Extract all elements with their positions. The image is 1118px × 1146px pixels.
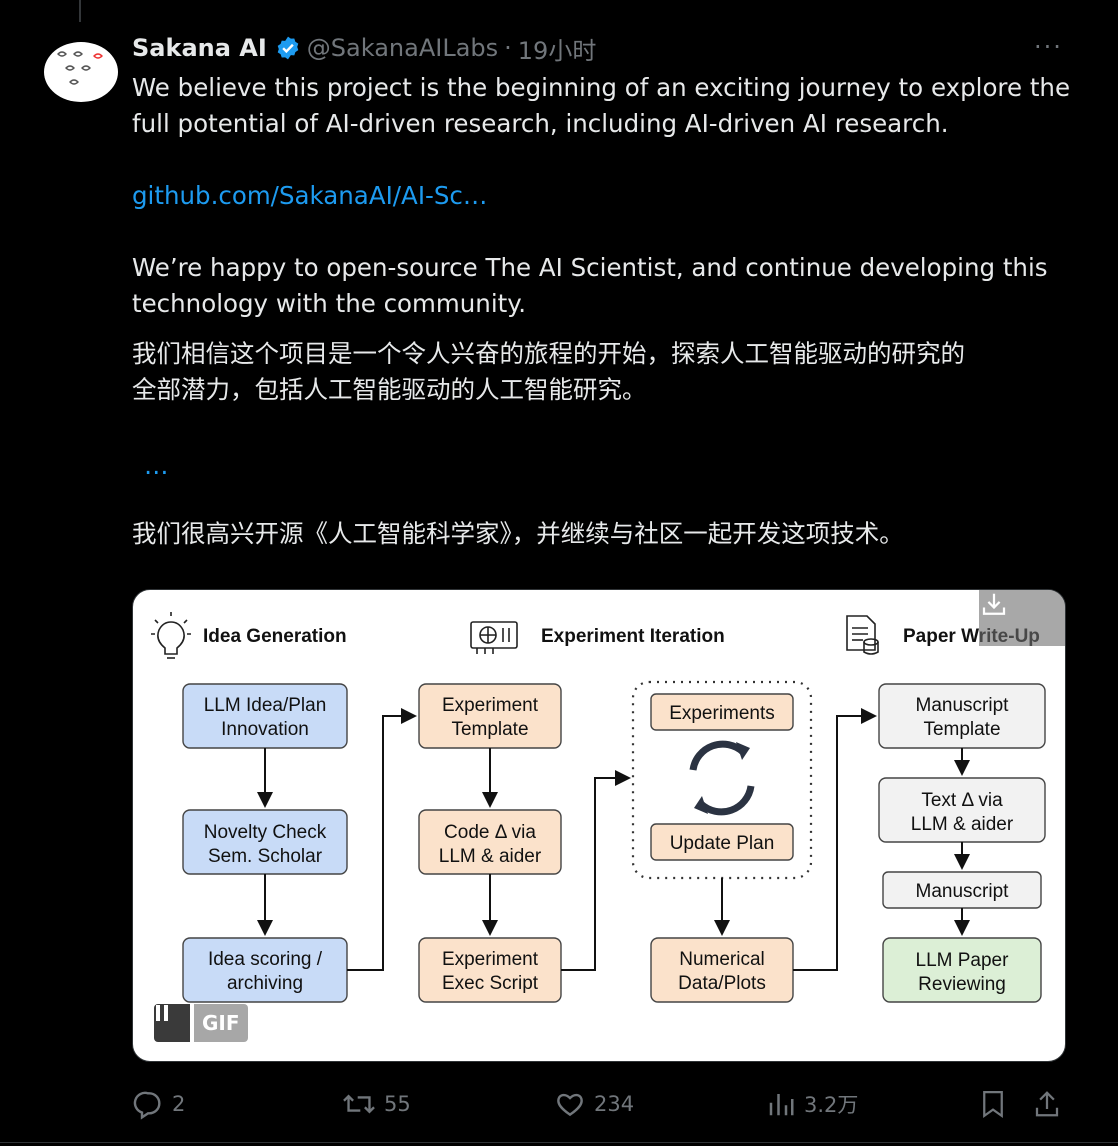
box-manuscript: Manuscript	[882, 871, 1042, 909]
author-handle[interactable]: @SakanaAILabs	[306, 34, 499, 62]
verified-badge-icon	[275, 35, 301, 61]
download-button[interactable]	[979, 590, 1065, 646]
box-experiment-template: Experiment Template	[418, 683, 562, 749]
author-name[interactable]: Sakana AI	[132, 34, 267, 62]
box-numerical-l2: Data/Plots	[678, 973, 766, 994]
box-llm-idea: LLM Idea/Plan Innovation	[182, 683, 348, 749]
views-button[interactable]: 3.2万	[766, 1084, 858, 1124]
box-codedelta-l1: Code Δ via	[444, 822, 536, 843]
cycle-arrowhead-1	[736, 742, 750, 760]
box-idea-scoring: Idea scoring / archiving	[182, 937, 348, 1003]
tweet-text-zh-2: 我们很高兴开源《人工智能科学家》，并继续与社区一起开发这项技术。	[132, 519, 904, 548]
box-paper-reviewing: LLM Paper Reviewing	[882, 937, 1042, 1003]
col1-header: Idea Generation	[203, 626, 347, 647]
flow-arrows	[257, 708, 970, 971]
box-text-delta: Text Δ via LLM & aider	[878, 777, 1046, 843]
retweet-icon	[343, 1094, 375, 1114]
box-code-delta: Code Δ via LLM & aider	[418, 809, 562, 875]
bookmark-icon	[983, 1091, 1003, 1119]
lightbulb-icon	[151, 612, 191, 659]
thread-line	[79, 0, 81, 22]
box-update-plan: Update Plan	[650, 823, 794, 861]
avatar[interactable]	[44, 42, 118, 102]
box-mstemplate-l2: Template	[923, 719, 1000, 740]
github-link[interactable]: github.com/SakanaAI/AI-Sc…	[132, 181, 488, 210]
like-button[interactable]: 234	[554, 1084, 634, 1124]
retweet-count: 55	[384, 1092, 411, 1116]
box-manuscript-l1: Manuscript	[916, 881, 1010, 902]
box-numerical-data: Numerical Data/Plots	[650, 937, 794, 1003]
box-reviewing-l2: Reviewing	[918, 974, 1006, 995]
share-icon	[1035, 1091, 1059, 1117]
box-novelty-l2: Sem. Scholar	[208, 846, 323, 867]
document-icon	[846, 615, 879, 655]
retweet-button[interactable]: 55	[342, 1084, 411, 1124]
ellipsis-link[interactable]: …	[144, 451, 169, 480]
tweet-text-en-2b: technology with the community.	[132, 289, 527, 318]
cycle-arrowhead-2	[694, 796, 708, 814]
box-exptemplate-l1: Experiment	[442, 695, 539, 716]
gpu-icon	[470, 621, 518, 654]
box-experiments: Experiments	[650, 693, 794, 731]
box-novelty-check: Novelty Check Sem. Scholar	[182, 809, 348, 875]
gif-badge: GIF	[194, 1004, 248, 1042]
pause-button[interactable]	[154, 1004, 190, 1042]
bottom-divider	[0, 1142, 1118, 1143]
view-count: 3.2万	[804, 1093, 859, 1117]
box-mstemplate-l1: Manuscript	[916, 695, 1010, 716]
reply-icon	[133, 1091, 161, 1120]
box-experiments-l1: Experiments	[669, 703, 775, 724]
reply-button[interactable]: 2	[132, 1084, 185, 1124]
box-exec-l2: Exec Script	[442, 973, 539, 994]
like-count: 234	[594, 1092, 635, 1116]
box-exptemplate-l2: Template	[451, 719, 528, 740]
tweet-text-en-2a: We’re happy to open-source The AI Scient…	[132, 253, 1048, 282]
tweet-header: Sakana AI @SakanaAILabs · 19小时	[132, 32, 597, 65]
gif-controls: GIF	[154, 1004, 248, 1042]
col2-header: Experiment Iteration	[541, 626, 725, 647]
tweet-text-en-1a: We believe this project is the beginning…	[132, 73, 1071, 102]
tweet-text-zh-1a: 我们相信这个项目是一个令人兴奋的旅程的开始，探索人工智能驱动的研究的	[132, 339, 965, 368]
like-icon	[557, 1093, 583, 1117]
timestamp[interactable]: 19小时	[517, 36, 597, 65]
more-icon[interactable]: ···	[1034, 33, 1063, 61]
box-llm-idea-l2: Innovation	[221, 719, 309, 740]
tweet-text-en-1b: full potential of AI-driven research, in…	[132, 109, 949, 138]
box-novelty-l1: Novelty Check	[204, 822, 327, 843]
box-codedelta-l2: LLM & aider	[439, 846, 542, 867]
ai-scientist-diagram: Idea Generation Experiment Iteration Pap…	[151, 612, 1046, 1003]
box-scoring-l1: Idea scoring /	[208, 949, 323, 970]
box-scoring-l2: archiving	[227, 973, 303, 994]
pause-icon	[156, 1005, 168, 1021]
sakana-logo-icon	[57, 51, 103, 85]
box-llm-idea-l1: LLM Idea/Plan	[204, 695, 327, 716]
share-button[interactable]	[1032, 1084, 1070, 1124]
separator-dot: ·	[504, 34, 512, 62]
box-textdelta-l1: Text Δ via	[921, 790, 1003, 811]
box-exec-script: Experiment Exec Script	[418, 937, 562, 1003]
tweet-text-zh-1b: 全部潜力，包括人工智能驱动的人工智能研究。	[132, 375, 647, 404]
download-icon	[982, 593, 1006, 615]
tweet-actions: 2 55 234 3.2万	[132, 1084, 1066, 1124]
views-icon	[769, 1094, 794, 1116]
refresh-cycle-icon	[689, 740, 755, 816]
media-gif[interactable]: Idea Generation Experiment Iteration Pap…	[132, 589, 1066, 1062]
box-manuscript-template: Manuscript Template	[878, 683, 1046, 749]
reply-count: 2	[172, 1092, 186, 1116]
box-textdelta-l2: LLM & aider	[911, 814, 1014, 835]
bookmark-button[interactable]	[978, 1084, 1016, 1124]
box-reviewing-l1: LLM Paper	[916, 950, 1010, 971]
box-numerical-l1: Numerical	[679, 949, 765, 970]
box-exec-l1: Experiment	[442, 949, 539, 970]
box-updateplan-l1: Update Plan	[670, 833, 775, 854]
